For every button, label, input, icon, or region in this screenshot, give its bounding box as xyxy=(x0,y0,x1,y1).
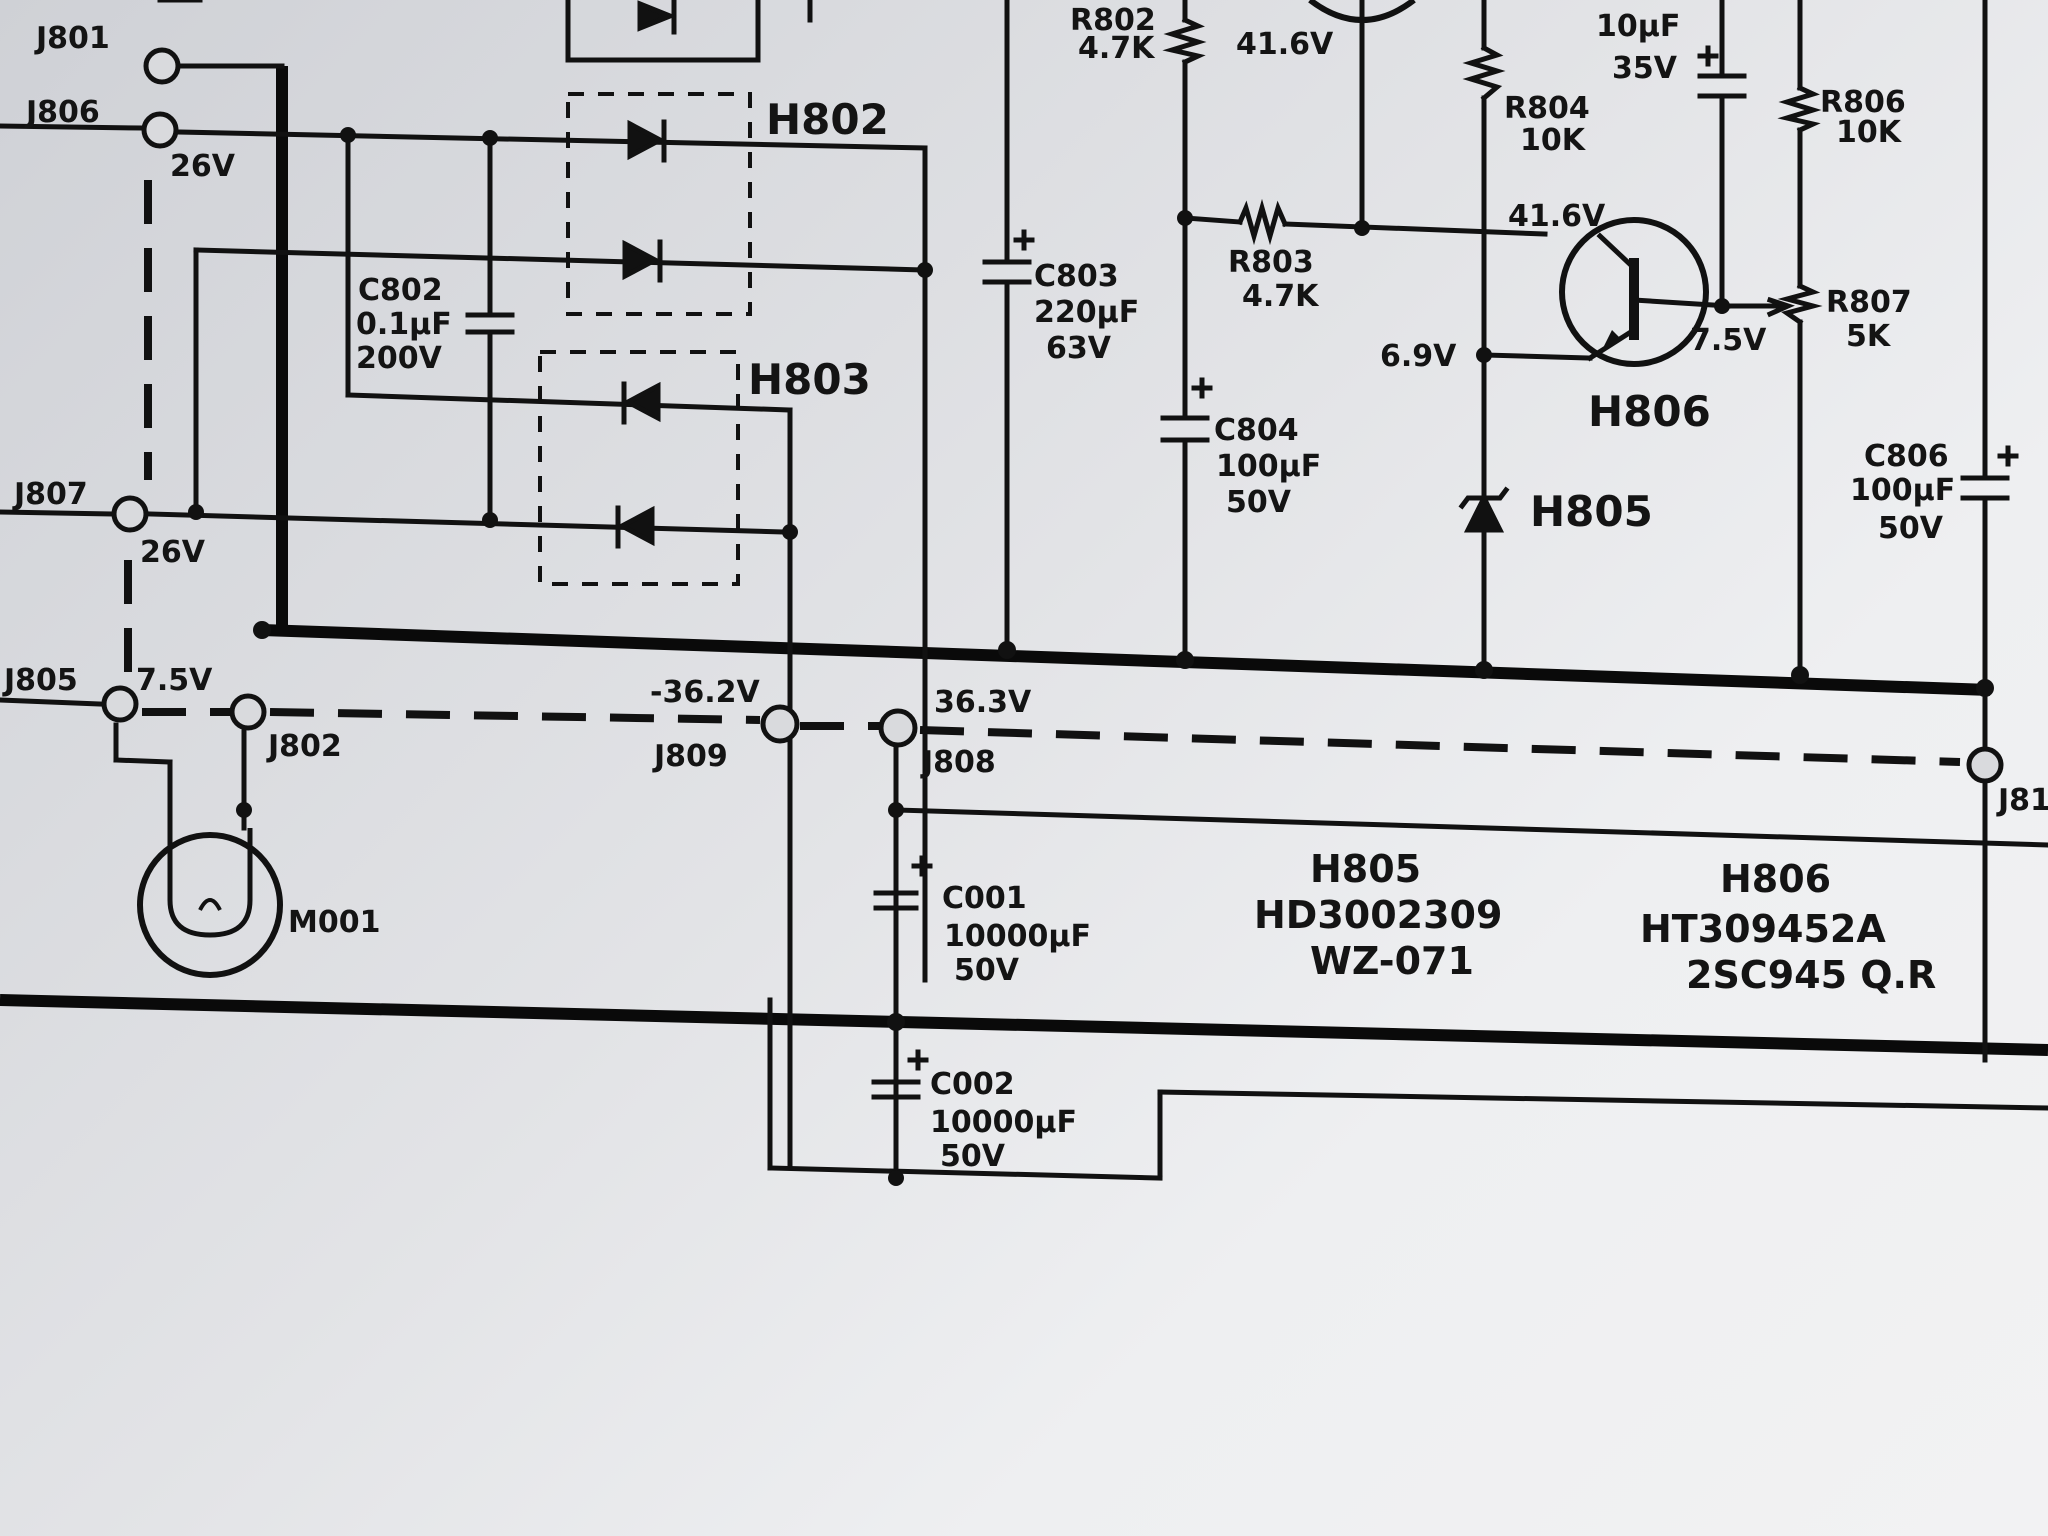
jack-j807 xyxy=(111,495,149,533)
jack-j806 xyxy=(141,111,179,149)
label-c802-capacitance: 0.1µF xyxy=(356,307,452,342)
label-j805: J805 xyxy=(2,663,78,698)
label-r802-value: 4.7K xyxy=(1078,31,1156,66)
zener-diode-h805 xyxy=(1458,486,1510,533)
diode-block-h803 xyxy=(538,350,740,586)
label-c803-voltage: 63V xyxy=(1046,331,1112,366)
jack-j801 xyxy=(143,47,181,85)
legend-h806-type: 2SC945 Q.R xyxy=(1686,953,1936,997)
legend-h806-part-number: HT309452A xyxy=(1640,907,1886,951)
connector-jacks xyxy=(101,47,2004,784)
circuit-wires xyxy=(0,0,2048,1181)
label-r803: R803 xyxy=(1228,245,1314,280)
diode-icon xyxy=(627,119,666,161)
label-h803: H803 xyxy=(748,355,871,404)
label-c806: C806 xyxy=(1864,439,1949,474)
label-voltage: 36.3V xyxy=(934,685,1032,720)
label-voltage: 26V xyxy=(170,149,236,184)
legend-h806-ref: H806 xyxy=(1720,857,1831,901)
junction-dots xyxy=(188,127,1994,1186)
label-voltage: 7.5V xyxy=(1690,323,1767,358)
label-h805: H805 xyxy=(1530,487,1653,536)
jack-j802 xyxy=(229,693,267,731)
label-r804-value: 10K xyxy=(1520,123,1587,158)
polarity-marks xyxy=(907,45,2019,1071)
label-voltage: 7.5V xyxy=(136,663,213,698)
label-j809: J809 xyxy=(652,739,728,774)
label-voltage: 41.6V xyxy=(1236,27,1334,62)
label-r806: R806 xyxy=(1820,85,1906,120)
jack-j805 xyxy=(101,685,139,723)
label-c804-voltage: 50V xyxy=(1226,485,1292,520)
label-c806-voltage: 50V xyxy=(1878,511,1944,546)
label-r802: R802 xyxy=(1070,3,1156,38)
label-r807-value: 5K xyxy=(1846,319,1892,354)
label-c804-capacitance: 100µF xyxy=(1216,449,1321,484)
label-c002-voltage: 50V xyxy=(940,1139,1006,1174)
diode-icon xyxy=(616,505,655,547)
label-c806-capacitance: 100µF xyxy=(1850,473,1955,508)
label-voltage: 41.6V xyxy=(1508,199,1606,234)
label-r803-value: 4.7K xyxy=(1242,279,1320,314)
label-c802: C802 xyxy=(358,273,443,308)
jack-j808 xyxy=(878,708,918,748)
heavy-bus-lines xyxy=(0,63,2048,1056)
label-c001-capacitance: 10000µF xyxy=(944,919,1091,954)
legend-h805-ref: H805 xyxy=(1310,847,1421,891)
label-j807: J807 xyxy=(12,477,88,512)
label-c002: C002 xyxy=(930,1067,1015,1102)
label-m001: M001 xyxy=(288,905,380,940)
label-j801: J801 xyxy=(34,21,110,56)
jack-j810 xyxy=(1966,746,2004,784)
label-j806: J806 xyxy=(24,95,100,130)
label-c001: C001 xyxy=(942,881,1027,916)
label-c805-voltage: 35V xyxy=(1612,51,1678,86)
label-c802-voltage: 200V xyxy=(356,341,443,376)
label-c002-capacitance: 10000µF xyxy=(930,1105,1077,1140)
label-voltage: 26V xyxy=(140,535,206,570)
label-c803-capacitance: 220µF xyxy=(1034,295,1139,330)
labels: J801 J806 26V J807 26V J805 7.5V J802 M0… xyxy=(2,3,2048,1174)
legend-h805-part-number: HD3002309 xyxy=(1254,893,1502,937)
label-c001-voltage: 50V xyxy=(954,953,1020,988)
label-j808: J808 xyxy=(920,745,996,780)
transistor-h806 xyxy=(1559,217,1709,367)
diode-block-h802 xyxy=(565,0,761,316)
diode-icon xyxy=(637,0,677,32)
meter-arc xyxy=(1308,0,1416,23)
legend-h805-type: WZ-071 xyxy=(1310,939,1474,983)
label-voltage: 6.9V xyxy=(1380,339,1457,374)
diode-icon xyxy=(622,239,661,281)
label-h802: H802 xyxy=(766,95,889,144)
motor-m001 xyxy=(137,828,283,978)
diode-icon xyxy=(622,381,661,423)
dashed-rails xyxy=(124,180,1961,766)
jack-j809 xyxy=(760,704,800,744)
label-r806-value: 10K xyxy=(1836,115,1903,150)
label-j810-partial: J81 xyxy=(1996,783,2048,818)
label-c804: C804 xyxy=(1214,413,1299,448)
label-c803: C803 xyxy=(1034,259,1119,294)
label-j802: J802 xyxy=(266,729,342,764)
label-c805-capacitance: 10µF xyxy=(1596,9,1680,44)
label-r804: R804 xyxy=(1504,91,1590,126)
label-h806: H806 xyxy=(1588,387,1711,436)
label-r807: R807 xyxy=(1826,285,1912,320)
label-voltage: -36.2V xyxy=(650,675,760,710)
